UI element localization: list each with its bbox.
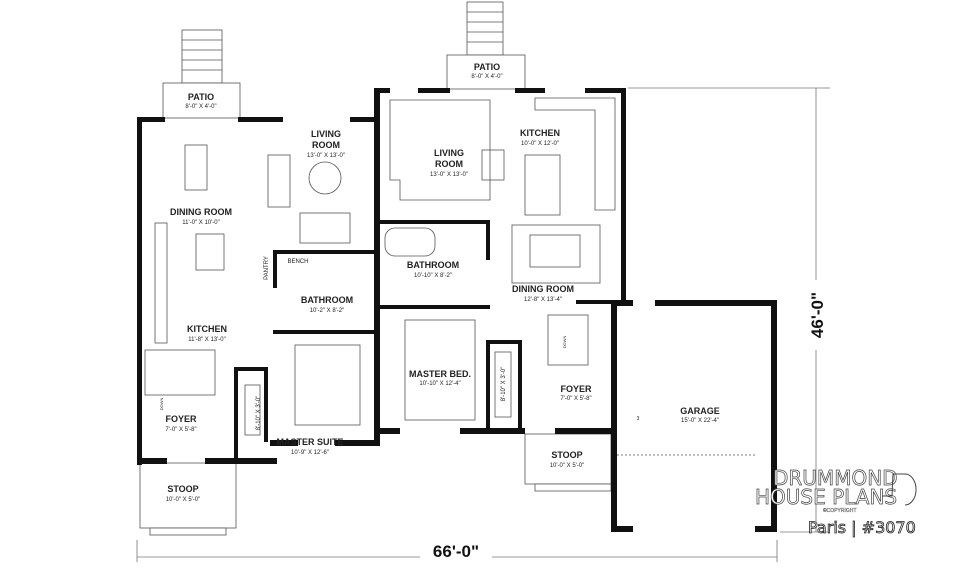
left-patio: PATIO 8'-0" X 4'-0"	[162, 29, 241, 119]
right-stoop-step	[534, 483, 612, 492]
sectional-sofa-right	[389, 99, 491, 201]
room-dims: 13'-0" X 13'-0"	[307, 153, 345, 159]
room-dims: 10'-0" X 12'-0"	[521, 141, 559, 147]
room-name: KITCHEN	[187, 324, 227, 334]
kitchen-island-left	[195, 233, 225, 271]
room-dims: 11'-0" X 10'-0"	[182, 220, 219, 226]
width-label: 66'-0"	[433, 542, 479, 561]
loveseat-left	[299, 212, 351, 244]
kitchen-counter-left	[154, 222, 168, 344]
stair-label: DOWN	[562, 336, 567, 349]
bed-right	[404, 319, 476, 421]
room-dims: 8'-10" X 3'-0"	[501, 367, 507, 402]
room-name: MASTER BED.	[409, 369, 471, 379]
room-dims: 13'-0" X 13'-0"	[430, 172, 468, 178]
depth-label: 46'-0"	[808, 292, 827, 338]
sofa-left	[267, 154, 291, 208]
furniture	[144, 97, 757, 456]
room-dims: 10'-0" X 5'-0"	[550, 463, 585, 469]
depth-dimension: 46'-0"	[628, 87, 830, 533]
stairs-right	[547, 314, 589, 366]
logo-line-2: HOUSE PLANS	[755, 485, 897, 509]
right-patio: PATIO 8'-0" X 4'-0"	[446, 1, 526, 90]
step-label: 3	[637, 416, 640, 422]
coffee-table-left	[308, 161, 342, 195]
armchair-right	[481, 149, 505, 181]
bathtub-right	[384, 227, 436, 257]
room-dims: 7'-0" X 5'-8"	[560, 396, 591, 402]
kitchen-island-right	[524, 154, 561, 216]
room-name: MASTER SUITE	[276, 437, 343, 447]
stair-label: DOWN	[159, 398, 164, 411]
room-name: FOYER	[165, 414, 197, 424]
logo-mark-icon	[882, 473, 917, 506]
plan-title: Paris | #3070	[808, 518, 916, 537]
kitchen-counter-right	[534, 97, 616, 211]
room-name: STOOP	[167, 484, 198, 494]
room-name: BENCH	[287, 259, 308, 265]
dining-table-right	[529, 234, 581, 268]
room-name: DINING ROOM	[170, 207, 232, 217]
interior-walls	[234, 220, 621, 460]
dining-rug-right	[511, 224, 601, 284]
room-dims: 8'-0" X 4'-0"	[185, 104, 216, 110]
room-dims: 12'-8" X 13'-4"	[524, 297, 562, 303]
room-name: KITCHEN	[520, 128, 560, 138]
room-name: ROOM	[435, 159, 463, 169]
room-dims: 7'-0" X 5'-8"	[165, 427, 196, 433]
room-name: GARAGE	[680, 406, 720, 416]
brand-logo: DRUMMOND HOUSE PLANS ©COPYRIGHT Paris | …	[755, 466, 917, 537]
dining-table-left	[184, 144, 208, 191]
room-name: PANTRY	[264, 256, 270, 280]
room-name: LIVING	[311, 129, 341, 139]
room-name: LIVING	[434, 148, 464, 158]
room-name: FOYER	[560, 384, 592, 394]
room-dims: 10'-10" X 8'-2"	[414, 273, 452, 279]
room-dims: 15'-0" X 22'-4"	[681, 418, 719, 424]
left-stoop-step	[149, 527, 227, 536]
room-dims: 8'-10" X 3'-0"	[256, 396, 262, 431]
right-unit-labels: LIVING ROOM 13'-0" X 13'-0" KITCHEN 10'-…	[407, 128, 720, 469]
room-dims: 10'-10" X 12'-4"	[419, 381, 460, 387]
stairs-left	[144, 349, 216, 396]
room-name: STOOP	[551, 450, 582, 460]
room-name: ROOM	[312, 140, 340, 150]
room-name: BATHROOM	[407, 260, 459, 270]
room-name: PATIO	[188, 92, 214, 102]
room-name: BATHROOM	[301, 295, 353, 305]
bed-left	[294, 344, 361, 426]
room-dims: 10'-0" X 5'-0"	[166, 497, 201, 503]
copyright: ©COPYRIGHT	[823, 507, 856, 514]
closet-rod-right	[494, 351, 512, 418]
width-dimension: 66'-0"	[136, 540, 778, 562]
right-stoop-slab	[524, 433, 612, 485]
room-name: DINING ROOM	[512, 284, 574, 294]
room-dims: 10'-2" X 8'-2"	[310, 308, 345, 314]
room-name: PATIO	[474, 62, 500, 72]
exterior-walls	[137, 88, 777, 532]
closet-rod-left	[244, 384, 261, 436]
room-dims: 10'-9" X 12'-6"	[291, 450, 329, 456]
left-stoop-slab	[139, 462, 237, 529]
logo-line-1: DRUMMOND	[773, 466, 898, 490]
left-unit-labels: LIVING ROOM 13'-0" X 13'-0" DINING ROOM …	[159, 129, 353, 503]
room-dims: 11'-8" X 13'-0"	[188, 337, 225, 343]
room-dims: 8'-0" X 4'-0"	[471, 74, 502, 80]
